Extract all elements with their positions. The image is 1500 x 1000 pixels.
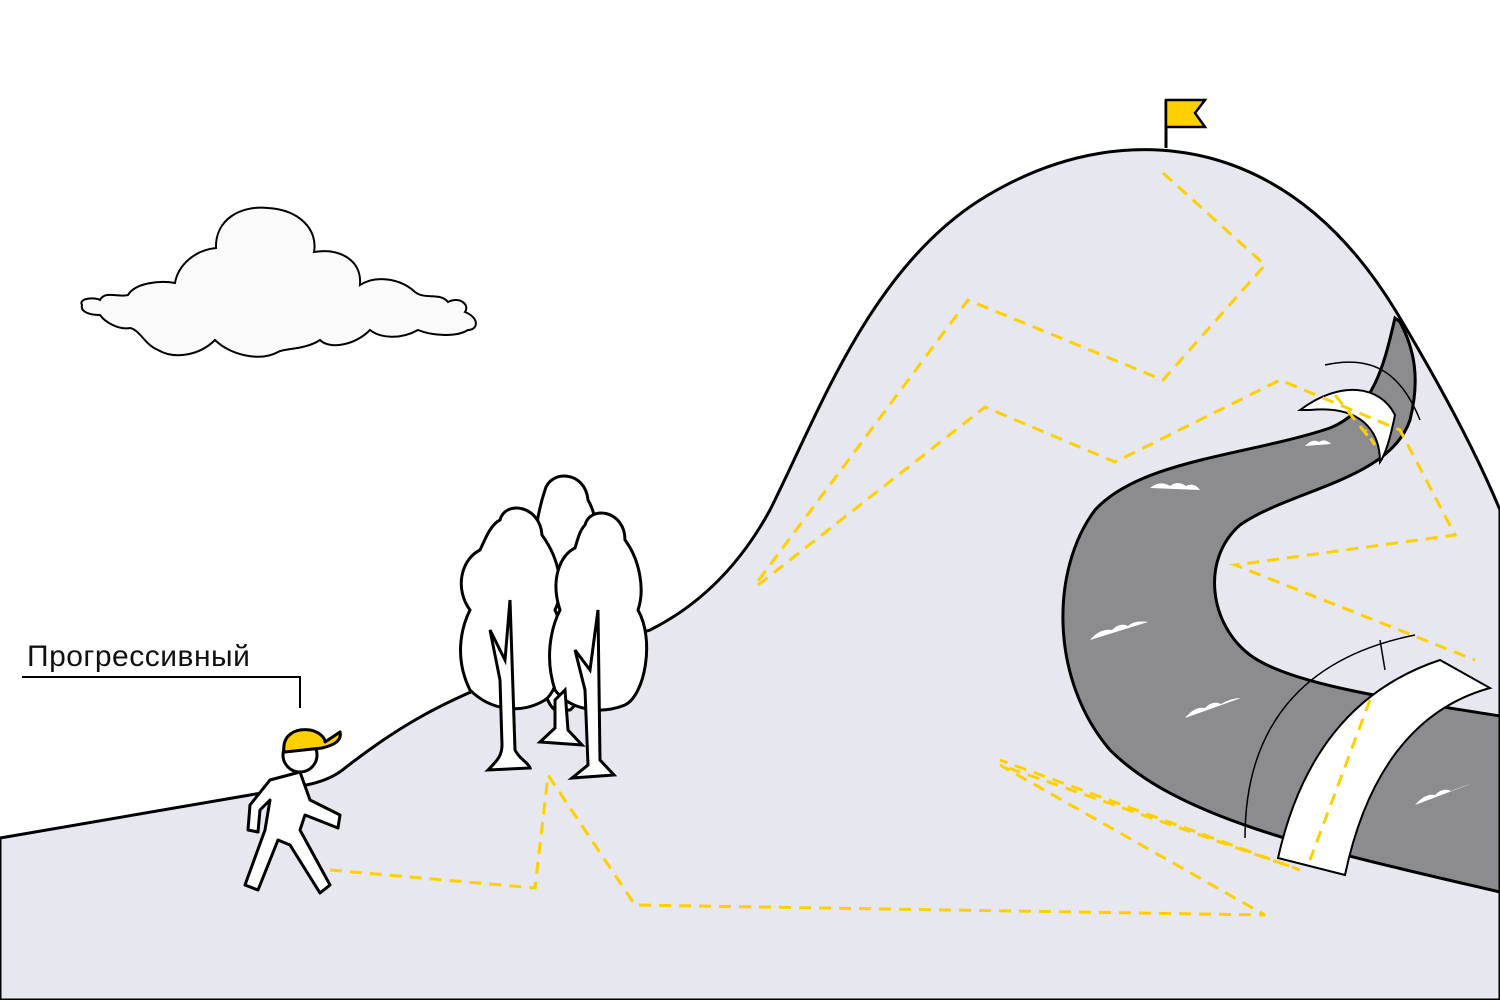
flag-icon — [1164, 98, 1208, 148]
cloud — [80, 206, 477, 358]
mountain — [0, 148, 1500, 1000]
label-leader-line — [22, 676, 301, 708]
person-icon — [243, 728, 342, 895]
road-marks — [1090, 440, 1473, 805]
trees — [459, 474, 649, 780]
dashed-routes — [329, 171, 1476, 917]
bridge-upper — [1296, 361, 1421, 466]
progressive-label: Прогрессивный — [27, 640, 251, 673]
bridge-lower — [1244, 634, 1493, 877]
